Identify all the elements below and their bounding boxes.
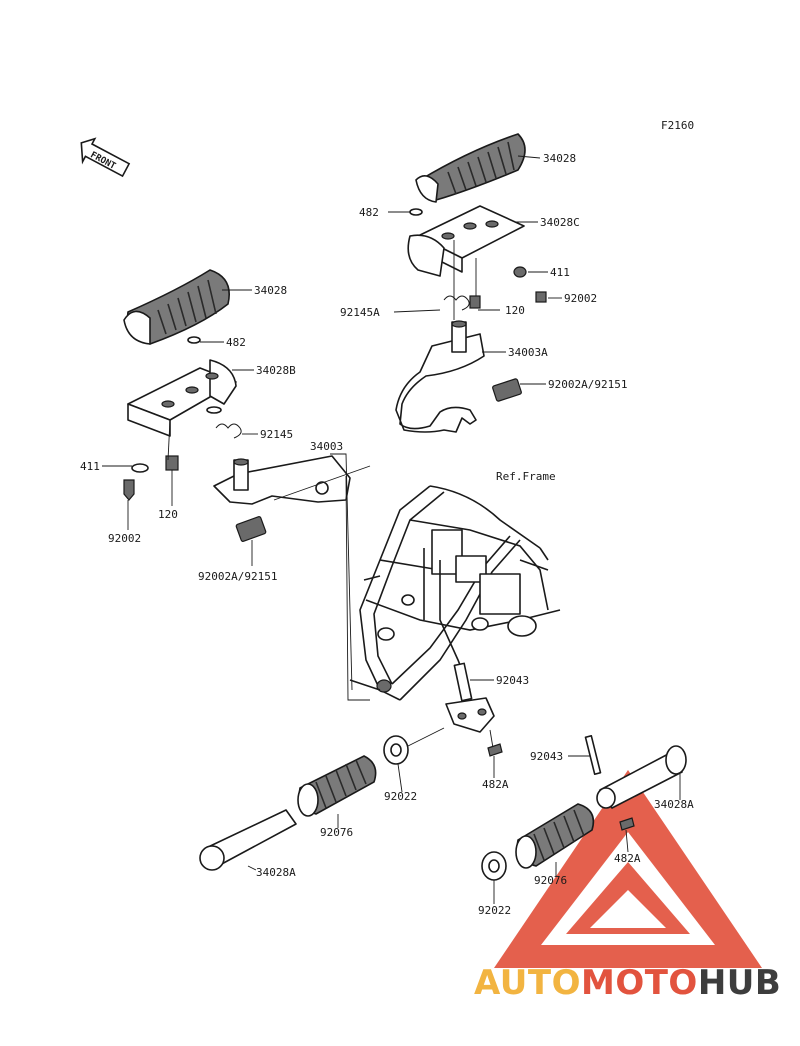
bracket-lower bbox=[445, 697, 495, 733]
washer-482-left bbox=[187, 336, 201, 344]
rubber-92076-left bbox=[297, 755, 377, 817]
bracket-34003 bbox=[213, 455, 351, 505]
rubber-92076-right bbox=[515, 803, 595, 869]
label-92002-top: 92002 bbox=[564, 292, 597, 305]
front-arrow-icon: FRONT bbox=[80, 137, 131, 178]
frame-reference bbox=[349, 485, 561, 755]
bolt-92002a-top bbox=[492, 378, 522, 402]
label-92022-right: 92022 bbox=[478, 904, 511, 917]
clip-482a-mid bbox=[487, 743, 503, 757]
pin-120-top bbox=[469, 295, 481, 309]
washer-482-top bbox=[409, 208, 423, 216]
label-92076-right: 92076 bbox=[534, 874, 567, 887]
pin-92043-mid bbox=[453, 662, 473, 702]
watermark-auto: AUTO bbox=[474, 963, 581, 1003]
watermark-text: AUTOMOTOHUB bbox=[474, 963, 781, 1003]
rubber-footpeg-34028-top bbox=[415, 133, 526, 203]
label-411-top: 411 bbox=[550, 266, 570, 279]
label-482-top: 482 bbox=[359, 206, 379, 219]
washer-left-small bbox=[206, 406, 222, 414]
label-120-left: 120 bbox=[158, 508, 178, 521]
left-footpeg-assembly bbox=[102, 269, 371, 701]
spring-92145a bbox=[443, 295, 470, 311]
spring-92145 bbox=[215, 423, 242, 439]
label-92076-left: 92076 bbox=[320, 826, 353, 839]
bolt-92002-top bbox=[535, 291, 547, 303]
label-34003a: 34003A bbox=[508, 346, 548, 359]
label-120-top: 120 bbox=[505, 304, 525, 317]
diagram-code: F2160 bbox=[661, 119, 694, 132]
label-92145a: 92145A bbox=[340, 306, 380, 319]
label-34028a-left: 34028A bbox=[256, 866, 296, 879]
washer-411-top bbox=[513, 266, 527, 278]
rubber-footpeg-34028-left bbox=[123, 269, 230, 345]
label-482a-mid: 482A bbox=[482, 778, 509, 791]
label-34028c: 34028C bbox=[540, 216, 580, 229]
label-92002a-top: 92002A/92151 bbox=[548, 378, 627, 391]
label-92043-mid: 92043 bbox=[496, 674, 529, 687]
label-92022-mid: 92022 bbox=[384, 790, 417, 803]
label-34003: 34003 bbox=[310, 440, 343, 453]
top-right-footpeg-assembly bbox=[388, 133, 562, 433]
label-34028-top: 34028 bbox=[543, 152, 576, 165]
label-92043-right: 92043 bbox=[530, 750, 563, 763]
label-482-left: 482 bbox=[226, 336, 246, 349]
bottom-footpeg-parts bbox=[199, 735, 687, 904]
label-92002a-left: 92002A/92151 bbox=[198, 570, 277, 583]
bracket-34003a bbox=[395, 320, 485, 433]
label-92145: 92145 bbox=[260, 428, 293, 441]
label-411-left: 411 bbox=[80, 460, 100, 473]
washer-411-left bbox=[131, 463, 149, 473]
svg-text:AUTOMOTOHUB: AUTOMOTOHUB bbox=[474, 963, 781, 1003]
watermark-logo bbox=[494, 770, 762, 968]
bolt-92002a-left bbox=[235, 516, 267, 542]
footpeg-bracket-34028b bbox=[127, 359, 237, 437]
pin-92043-right bbox=[584, 735, 602, 775]
label-34028b: 34028B bbox=[256, 364, 296, 377]
footpeg-bracket-34028c bbox=[407, 205, 525, 277]
peg-pin-34028a-left bbox=[199, 809, 297, 871]
peg-pin-34028a-right bbox=[596, 745, 687, 809]
label-34028-left: 34028 bbox=[254, 284, 287, 297]
bolt-92002-left bbox=[123, 479, 135, 501]
watermark-moto: MOTO bbox=[581, 963, 698, 1003]
ref-frame-label: Ref.Frame bbox=[496, 470, 556, 483]
label-482a-right: 482A bbox=[614, 852, 641, 865]
label-92002-left: 92002 bbox=[108, 532, 141, 545]
clip-482a-right bbox=[619, 817, 635, 831]
watermark-hub: HUB bbox=[698, 963, 781, 1003]
label-34028a-right: 34028A bbox=[654, 798, 694, 811]
